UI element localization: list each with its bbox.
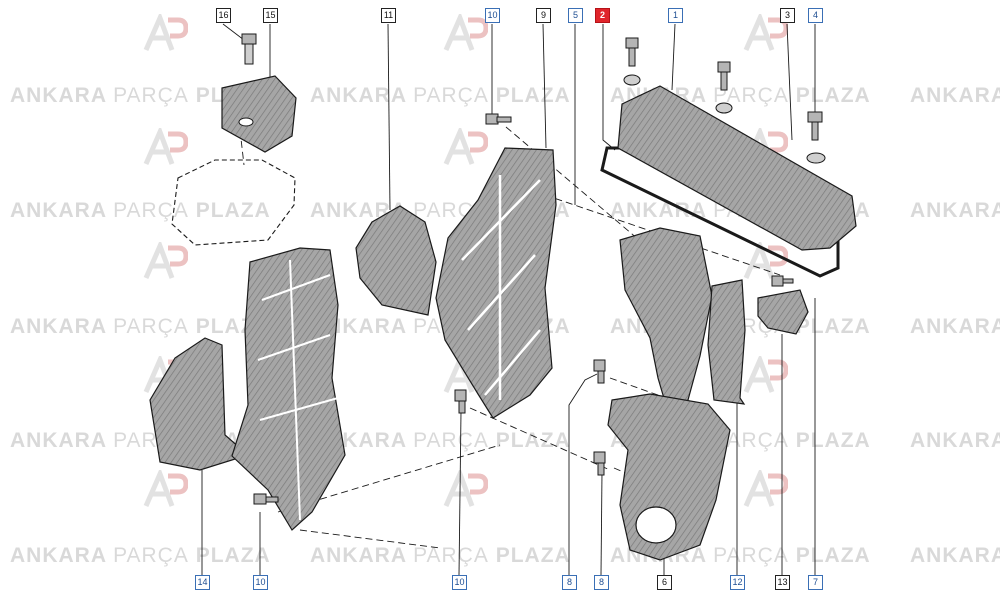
watermark-text: ANKARA — [910, 429, 1000, 452]
callout-3[interactable]: 3 — [780, 8, 795, 23]
part-9-ribs — [461, 175, 541, 400]
leader-lines — [201, 23, 816, 576]
part-15-bracket — [171, 75, 297, 246]
watermark-logo — [143, 14, 188, 52]
part-timing-cover-outer — [231, 247, 346, 531]
callout-13[interactable]: 13 — [775, 575, 790, 590]
part-14-lower-cover — [149, 337, 250, 471]
callout-5[interactable]: 5 — [568, 8, 583, 23]
part-5-upper-cover — [619, 227, 713, 413]
outer-cover-ribs — [257, 259, 339, 521]
watermark-logo — [743, 356, 788, 394]
watermark-text: ANKARA — [910, 84, 1000, 107]
callout-7[interactable]: 7 — [808, 575, 823, 590]
watermark-logo — [443, 14, 488, 52]
callout-10-bottom-left[interactable]: 10 — [253, 575, 268, 590]
watermark-text: ANKARA — [910, 544, 1000, 567]
part-11-cover — [355, 205, 437, 316]
callout-6[interactable]: 6 — [657, 575, 672, 590]
callout-16[interactable]: 16 — [216, 8, 231, 23]
part-12-strip — [707, 279, 746, 405]
valve-cover-grommets — [623, 74, 826, 164]
callout-15[interactable]: 15 — [263, 8, 278, 23]
watermark-logo — [443, 128, 488, 166]
watermark-text: ANKARA PARÇA PLAZA — [10, 84, 270, 107]
callout-9[interactable]: 9 — [536, 8, 551, 23]
callout-12[interactable]: 12 — [730, 575, 745, 590]
part-13-clip — [757, 289, 809, 335]
callout-4[interactable]: 4 — [808, 8, 823, 23]
callout-10-top[interactable]: 10 — [485, 8, 500, 23]
callout-14[interactable]: 14 — [195, 575, 210, 590]
watermark-text: ANKARA — [910, 199, 1000, 222]
callout-1[interactable]: 1 — [668, 8, 683, 23]
valve-cover-bolts — [625, 37, 823, 141]
watermark-logo — [143, 128, 188, 166]
watermark-text: ANKARA — [910, 315, 1000, 338]
watermark-text: ANKARA PARÇA PLAZA — [310, 544, 571, 567]
callout-8-left[interactable]: 8 — [562, 575, 577, 590]
watermark-logo — [743, 470, 788, 508]
part-9-timing-cover-inner — [435, 147, 557, 419]
callout-11[interactable]: 11 — [381, 8, 396, 23]
bolt-16 — [241, 33, 257, 65]
watermark-text: ANKARA PARÇA PLAZA — [310, 84, 571, 107]
part-6-hole — [635, 506, 677, 544]
part-1-valve-cover — [617, 85, 857, 251]
small-bolts — [253, 113, 794, 505]
watermark-logo — [143, 242, 188, 280]
callout-2-selected[interactable]: 2 — [595, 8, 610, 23]
watermark-text: ANKARA PARÇA PLAZA — [10, 199, 271, 222]
watermark-text: ANKARA PARÇA PLAZA — [10, 544, 271, 567]
callout-10-bottom-center[interactable]: 10 — [452, 575, 467, 590]
callout-8-right[interactable]: 8 — [594, 575, 609, 590]
watermark-logo — [143, 470, 188, 508]
